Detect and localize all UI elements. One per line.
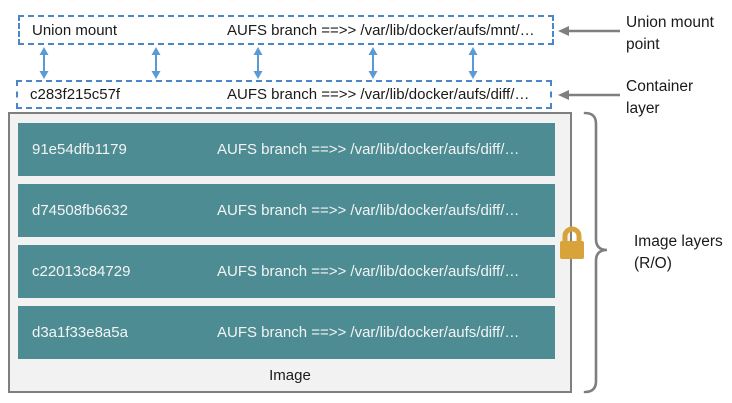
container-layer-id: c283f215c57f (30, 86, 121, 103)
image-caption: Image (269, 367, 311, 384)
union-mount-point-label: Union mount point (626, 14, 714, 54)
image-layer-row: 91e54dfb1179 AUFS branch ==>> /var/lib/d… (18, 123, 555, 176)
union-mount-path: AUFS branch ==>> /var/lib/docker/aufs/mn… (227, 21, 535, 39)
bidirectional-arrow-icon (468, 47, 478, 79)
bidirectional-arrow-icon (39, 47, 49, 79)
layer-id: 91e54dfb1179 (32, 141, 127, 158)
union-mount-box: Union mount AUFS branch ==>> /var/lib/do… (18, 15, 554, 45)
layer-path: AUFS branch ==>> /var/lib/docker/aufs/di… (217, 263, 520, 280)
bidirectional-arrow-icon (368, 47, 378, 79)
left-arrow-icon (558, 90, 620, 100)
layer-id: d3a1f33e8a5a (32, 324, 128, 341)
bidirectional-arrow-icon (151, 47, 161, 79)
image-layers-label: Image layers (R/O) (634, 233, 723, 273)
layer-id: c22013c84729 (32, 263, 131, 280)
image-box: 91e54dfb1179 AUFS branch ==>> /var/lib/d… (8, 112, 572, 393)
curly-brace-icon (583, 111, 608, 394)
image-layer-row: d3a1f33e8a5a AUFS branch ==>> /var/lib/d… (18, 306, 555, 359)
layer-path: AUFS branch ==>> /var/lib/docker/aufs/di… (217, 324, 520, 341)
lock-icon (560, 226, 584, 259)
image-layer-row: d74508fb6632 AUFS branch ==>> /var/lib/d… (18, 184, 555, 237)
layer-id: d74508fb6632 (32, 202, 128, 219)
layer-path: AUFS branch ==>> /var/lib/docker/aufs/di… (217, 202, 520, 219)
bidirectional-arrow-icon (253, 47, 263, 79)
image-layer-row: c22013c84729 AUFS branch ==>> /var/lib/d… (18, 245, 555, 298)
layer-path: AUFS branch ==>> /var/lib/docker/aufs/di… (217, 141, 520, 158)
union-mount-label: Union mount (32, 21, 118, 39)
container-layer-path: AUFS branch ==>> /var/lib/docker/aufs/di… (227, 86, 530, 103)
left-arrow-icon (558, 26, 620, 36)
container-layer-label: Container layer (626, 78, 694, 118)
container-layer-box: c283f215c57f AUFS branch ==>> /var/lib/d… (16, 80, 552, 109)
